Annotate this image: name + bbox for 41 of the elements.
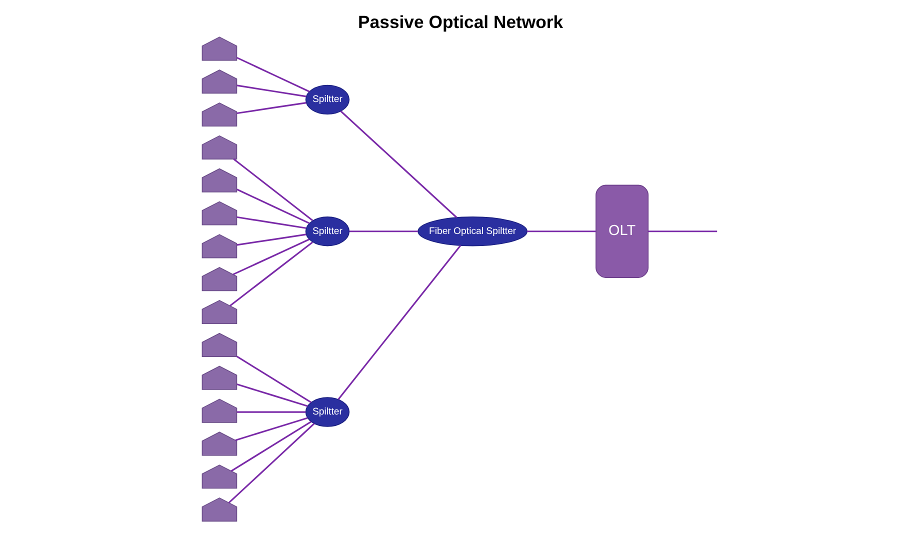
connector: [228, 422, 315, 504]
connector: [338, 245, 462, 400]
connector: [236, 383, 308, 407]
connector: [236, 234, 306, 246]
diagram-title: Passive Optical Network: [358, 12, 564, 32]
node-house: [202, 366, 238, 390]
connector: [232, 238, 310, 276]
connector: [236, 356, 312, 404]
connector: [526, 230, 596, 232]
node-house: [202, 168, 238, 192]
connector: [236, 188, 310, 224]
connector: [233, 158, 314, 222]
connector: [236, 102, 306, 114]
node-house: [202, 267, 238, 292]
node-ellipse: Spiltter: [305, 397, 350, 427]
node-house: [202, 70, 238, 94]
connector: [230, 242, 314, 306]
connector: [236, 56, 310, 92]
connector: [235, 417, 308, 441]
node-house: [202, 36, 238, 61]
node-box: OLT: [596, 184, 649, 278]
node-house: [202, 498, 238, 522]
connector: [648, 230, 718, 232]
node-house: [202, 201, 238, 226]
connector: [340, 110, 458, 218]
node-house: [202, 332, 238, 357]
node-ellipse: Fiber Optical Spiltter: [418, 216, 528, 246]
connector: [349, 230, 418, 232]
connector: [236, 84, 306, 98]
node-ellipse: Spiltter: [305, 84, 350, 115]
node-house: [202, 300, 238, 324]
node-house: [202, 464, 238, 489]
node-house: [202, 234, 238, 258]
connector: [230, 420, 312, 472]
connector: [236, 216, 306, 229]
node-ellipse: Spiltter: [305, 216, 350, 246]
node-house: [202, 102, 238, 127]
node-house: [202, 398, 238, 423]
node-house: [202, 135, 238, 160]
node-house: [202, 432, 238, 456]
connector: [236, 411, 306, 413]
